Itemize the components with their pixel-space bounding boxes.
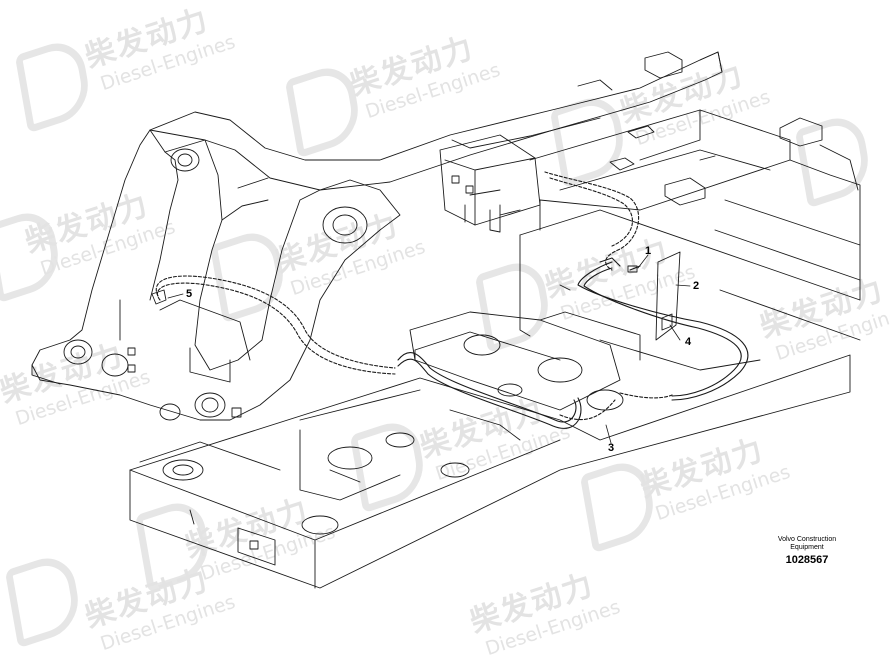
harness-dashed-route xyxy=(155,171,673,421)
callout-2: 2 xyxy=(693,280,700,292)
callout-5: 5 xyxy=(186,288,193,300)
middle-supports xyxy=(409,311,761,411)
caption-line-2: Equipment xyxy=(790,544,824,551)
upper-frame-rail xyxy=(149,51,723,191)
harness-solid-cables xyxy=(397,257,749,429)
connector-5-icon xyxy=(151,289,167,305)
control-box-bracket xyxy=(655,251,681,341)
rear-deck xyxy=(529,109,861,341)
parts-diagram xyxy=(31,51,861,589)
clamp-1-icon xyxy=(627,265,638,273)
center-plate xyxy=(439,134,541,233)
drawing-reference-number: 1028567 xyxy=(785,554,829,566)
callout-4: 4 xyxy=(685,336,692,348)
callout-leaders xyxy=(167,254,691,444)
frame-side-wall xyxy=(519,199,861,337)
manufacturer-caption: Volvo Construction Equipment xyxy=(757,536,857,552)
callout-3: 3 xyxy=(608,442,615,454)
lower-chassis xyxy=(129,354,851,589)
callout-1: 1 xyxy=(645,245,652,257)
caption-line-1: Volvo Construction xyxy=(777,536,837,543)
boom-mount xyxy=(31,129,401,421)
